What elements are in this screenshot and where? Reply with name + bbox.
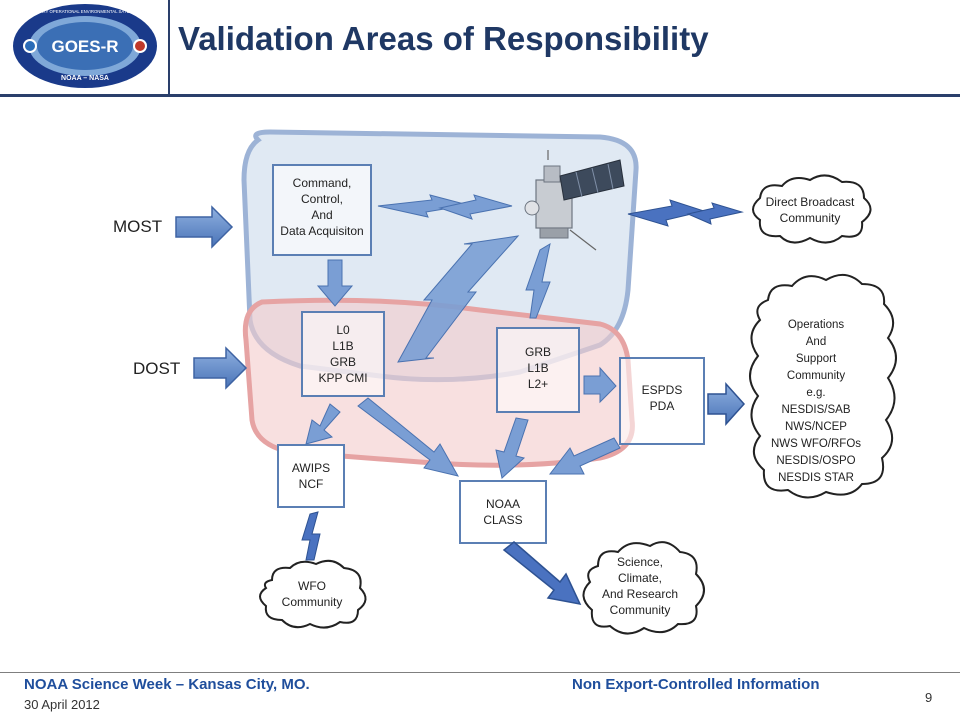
footer-notice: Non Export-Controlled Information [572, 676, 820, 693]
ops-line-2: And [806, 336, 826, 348]
footer-date: 30 April 2012 [24, 697, 100, 712]
cloud-direct-broadcast: Direct Broadcast Community [752, 174, 872, 244]
l0-box: L0 L1B GRB KPP CMI [301, 311, 385, 397]
science-line-1: Science, [617, 555, 663, 569]
most-arrow [175, 205, 234, 249]
ops-line-3: Support [796, 353, 837, 365]
ops-line-6: NESDIS/SAB [781, 404, 850, 416]
ops-line-8: NWS WFO/RFOs [771, 438, 861, 450]
header-divider-vertical [168, 0, 170, 96]
command-control-box: Command, Control, And Data Acquisiton [272, 164, 372, 256]
noaa-class-box: NOAA CLASS [459, 480, 547, 544]
page-title: Validation Areas of Responsibility [178, 20, 709, 57]
l0-line-3: GRB [330, 355, 356, 369]
dost-arrow [193, 346, 248, 390]
footer-event: NOAA Science Week – Kansas City, MO. [24, 676, 310, 693]
arrow-grb-to-espds [583, 366, 617, 404]
grb-line-2: L1B [527, 361, 548, 375]
logo-agencies: NOAA – NASA [61, 75, 109, 82]
science-line-3: And Research [602, 587, 678, 601]
goes-r-logo: GOES-R NOAA – NASA GEOSTATIONARY OPERATI… [12, 4, 158, 88]
grb-line-1: GRB [525, 345, 551, 359]
science-line-2: Climate, [618, 571, 662, 585]
logo-ring-text: GEOSTATIONARY OPERATIONAL ENVIRONMENTAL … [12, 9, 158, 14]
ops-line-4: Community [787, 370, 845, 382]
arrow-espds-to-operations [707, 382, 746, 426]
espds-box: ESPDS PDA [619, 357, 705, 445]
arrow-espds-to-class [548, 437, 621, 475]
grb-line-3: L2+ [528, 377, 548, 391]
espds-line-1: ESPDS [642, 383, 683, 397]
wfo-line-2: Community [282, 595, 343, 609]
cloud-operations: Operations And Support Community e.g. NE… [749, 273, 897, 499]
arrow-command-to-l0 [316, 259, 354, 307]
page-number: 9 [925, 690, 933, 705]
class-line-1: NOAA [486, 497, 520, 511]
dost-label: DOST [133, 359, 180, 378]
espds-line-2: PDA [650, 399, 675, 413]
ops-line-5: e.g. [806, 387, 825, 399]
ops-line-10: NESDIS STAR [778, 472, 854, 484]
l0-line-4: KPP CMI [318, 371, 367, 385]
science-line-4: Community [610, 603, 671, 617]
link-command-satellite [377, 194, 513, 220]
arrow-l0-to-class [357, 397, 459, 477]
logo-name: GOES-R [51, 37, 118, 56]
cloud-science: Science, Climate, And Research Community [582, 541, 705, 635]
command-line-3: And [311, 208, 332, 222]
ops-line-9: NESDIS/OSPO [776, 455, 855, 467]
wfo-line-1: WFO [298, 579, 326, 593]
awips-line-2: NCF [299, 477, 324, 491]
arrow-grb-to-class [495, 417, 529, 479]
command-line-1: Command, [293, 176, 352, 190]
arrow-l0-to-awips [305, 403, 341, 445]
class-line-2: CLASS [483, 513, 522, 527]
awips-line-1: AWIPS [292, 461, 330, 475]
header-divider [0, 94, 960, 97]
link-satellite-direct-broadcast [627, 199, 744, 227]
cloud-db-line-2: Community [780, 211, 841, 225]
l0-line-2: L1B [332, 339, 353, 353]
slide-header: GOES-R NOAA – NASA GEOSTATIONARY OPERATI… [0, 0, 960, 98]
cloud-db-line-1: Direct Broadcast [766, 195, 855, 209]
link-satellite-l0 [397, 235, 520, 363]
awips-box: AWIPS NCF [277, 444, 345, 508]
command-line-2: Control, [301, 192, 343, 206]
link-awips-wfo [301, 511, 321, 561]
l0-line-1: L0 [336, 323, 350, 337]
link-satellite-grb [525, 242, 551, 319]
satellite-icon [524, 150, 625, 251]
most-label: MOST [113, 217, 162, 236]
footer-divider [0, 672, 960, 673]
arrow-class-to-science [502, 541, 582, 606]
grb-box: GRB L1B L2+ [496, 327, 580, 413]
ops-line-1: Operations [788, 319, 845, 331]
cloud-wfo: WFO Community [259, 559, 367, 629]
command-line-4: Data Acquisiton [280, 224, 363, 238]
ops-line-7: NWS/NCEP [785, 421, 847, 433]
